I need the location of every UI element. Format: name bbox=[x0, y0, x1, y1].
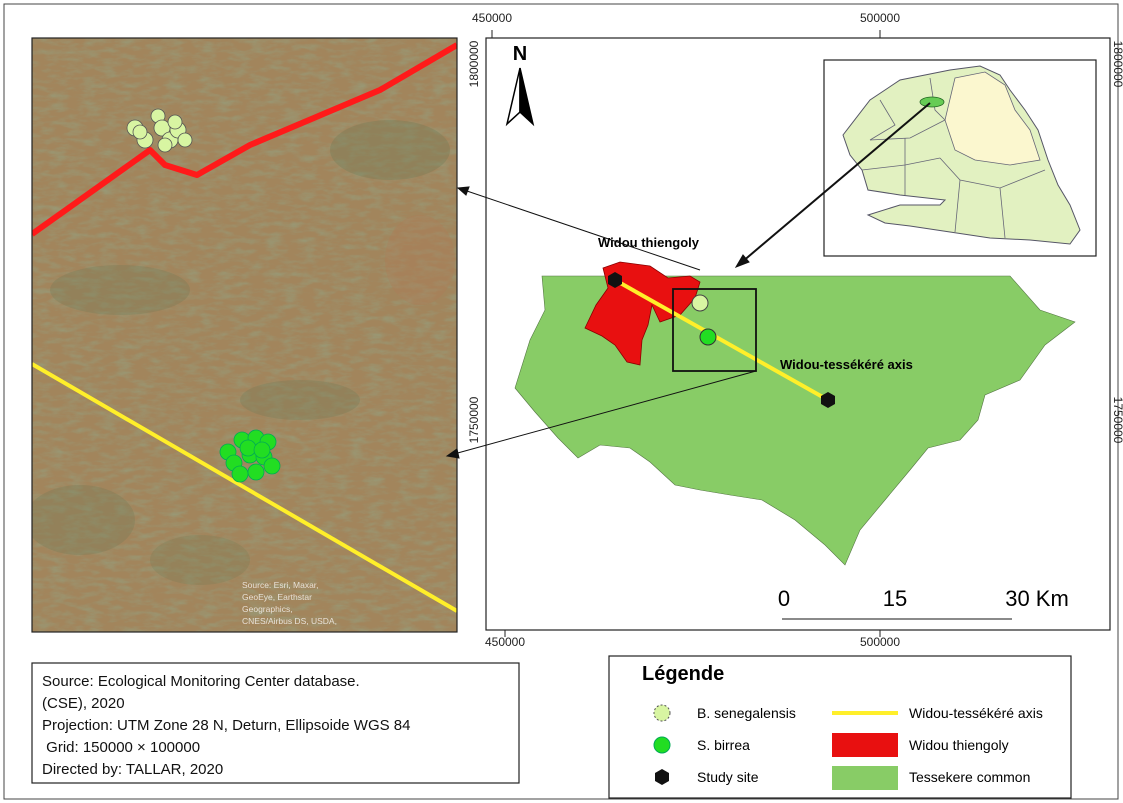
study-site-swatch bbox=[655, 769, 669, 785]
north-label: N bbox=[513, 43, 527, 65]
legend: Légende B. senegalensis S. birrea Study … bbox=[608, 655, 1072, 799]
grid-label-right: 1800000 bbox=[1111, 41, 1123, 88]
study-site-marker bbox=[608, 272, 622, 288]
study-site-marker bbox=[821, 392, 835, 408]
grid-label-left: 1750000 bbox=[467, 396, 481, 443]
scale-bar: 0 15 30 Km bbox=[778, 586, 1069, 620]
legend-label: Widou thiengoly bbox=[909, 737, 1009, 753]
aerial-frame bbox=[31, 37, 458, 633]
grid-line: Grid: 150000 × 100000 bbox=[42, 739, 200, 756]
study-area-inset-marker bbox=[919, 96, 945, 108]
widou-thiengoly-boundary-line bbox=[32, 42, 457, 237]
widou-thiengoly-zone bbox=[584, 261, 701, 366]
outer-frame bbox=[3, 3, 1119, 800]
senegal-inset-map bbox=[823, 59, 1097, 257]
zoom-extent-box bbox=[672, 288, 757, 372]
imagery-attribution: Geographics, bbox=[242, 604, 293, 614]
aerial-panel: Source: Esri, Maxar, GeoEye, Earthstar G… bbox=[31, 37, 458, 633]
s-birrea-marker bbox=[699, 328, 717, 346]
widou-tessekere-axis-line bbox=[32, 362, 457, 613]
projection-line: Projection: UTM Zone 28 N, Deturn, Ellip… bbox=[42, 717, 410, 734]
legend-label: B. senegalensis bbox=[697, 705, 796, 721]
imagery-attribution: Source: Esri, Maxar, bbox=[242, 580, 319, 590]
grid-label-right: 1750000 bbox=[1111, 397, 1123, 444]
tessekere-commune bbox=[514, 275, 1076, 566]
senegal-outline bbox=[842, 65, 1081, 245]
imagery-attribution: CNES/Airbus DS, USDA, bbox=[242, 616, 337, 626]
legend-label: Widou-tessékéré axis bbox=[909, 705, 1043, 721]
north-arrow-icon: N bbox=[505, 43, 535, 127]
legend-label: Study site bbox=[697, 769, 759, 785]
grid-label-left: 1800000 bbox=[467, 40, 481, 87]
widou-thiengoly-label: Widou thiengoly bbox=[598, 235, 700, 250]
widou-thiengoly-swatch bbox=[832, 733, 898, 757]
source-line: Source: Ecological Monitoring Center dat… bbox=[42, 673, 360, 690]
grid-label-bottom: 500000 bbox=[860, 635, 900, 649]
widou-tessekere-axis-line bbox=[614, 278, 829, 402]
b-senegalensis-swatch bbox=[653, 704, 671, 722]
legend-label: Tessekere common bbox=[909, 769, 1030, 785]
author-line: Directed by: TALLAR, 2020 bbox=[42, 761, 223, 778]
imagery-attribution: GeoEye, Earthstar bbox=[242, 592, 312, 602]
tessekere-common-swatch bbox=[832, 766, 898, 790]
grid-label-top: 500000 bbox=[860, 11, 900, 25]
s-birrea-swatch bbox=[653, 736, 671, 754]
s-birrea-cluster bbox=[219, 429, 281, 483]
scale-label: 0 bbox=[778, 586, 790, 611]
grid-label-bottom: 450000 bbox=[485, 635, 525, 649]
main-map: 450000 500000 450000 500000 1800000 1750… bbox=[467, 11, 1123, 649]
b-senegalensis-cluster bbox=[126, 108, 193, 153]
legend-label: S. birrea bbox=[697, 737, 750, 753]
b-senegalensis-marker bbox=[691, 294, 709, 312]
source-line: (CSE), 2020 bbox=[42, 695, 125, 712]
grid-label-top: 450000 bbox=[472, 11, 512, 25]
scale-label: 15 bbox=[883, 586, 907, 611]
legend-title: Légende bbox=[642, 663, 724, 685]
scale-label: 30 Km bbox=[1005, 586, 1069, 611]
connector-arrows bbox=[445, 102, 931, 459]
source-info-box: Source: Ecological Monitoring Center dat… bbox=[31, 662, 520, 784]
axis-label: Widou-tessékéré axis bbox=[780, 357, 913, 372]
